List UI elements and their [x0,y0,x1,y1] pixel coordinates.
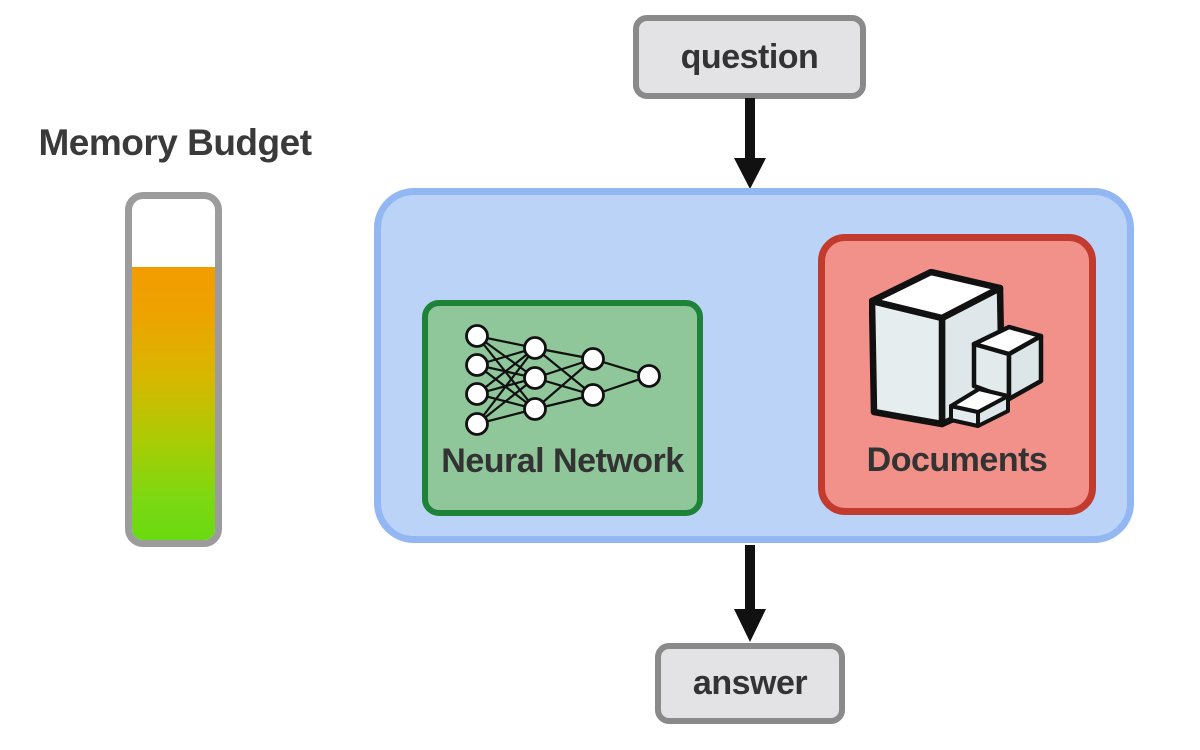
arrow-system-to-answer-icon [734,545,766,642]
neural-network-icon [465,324,661,436]
memory-budget-gauge [125,192,222,547]
neural-network-box: Neural Network [422,300,703,516]
memory-budget-title: Memory Budget [38,122,312,163]
documents-box: Documents [818,234,1096,515]
documents-icon [869,269,1044,428]
answer-node: answer [655,643,845,724]
memory-budget-fill [132,267,215,540]
neural-network-label: Neural Network [441,442,684,480]
question-node: question [633,15,866,99]
arrow-question-to-system-icon [734,98,766,189]
system-container: Neural Network [374,188,1134,543]
documents-label: Documents [866,441,1048,479]
